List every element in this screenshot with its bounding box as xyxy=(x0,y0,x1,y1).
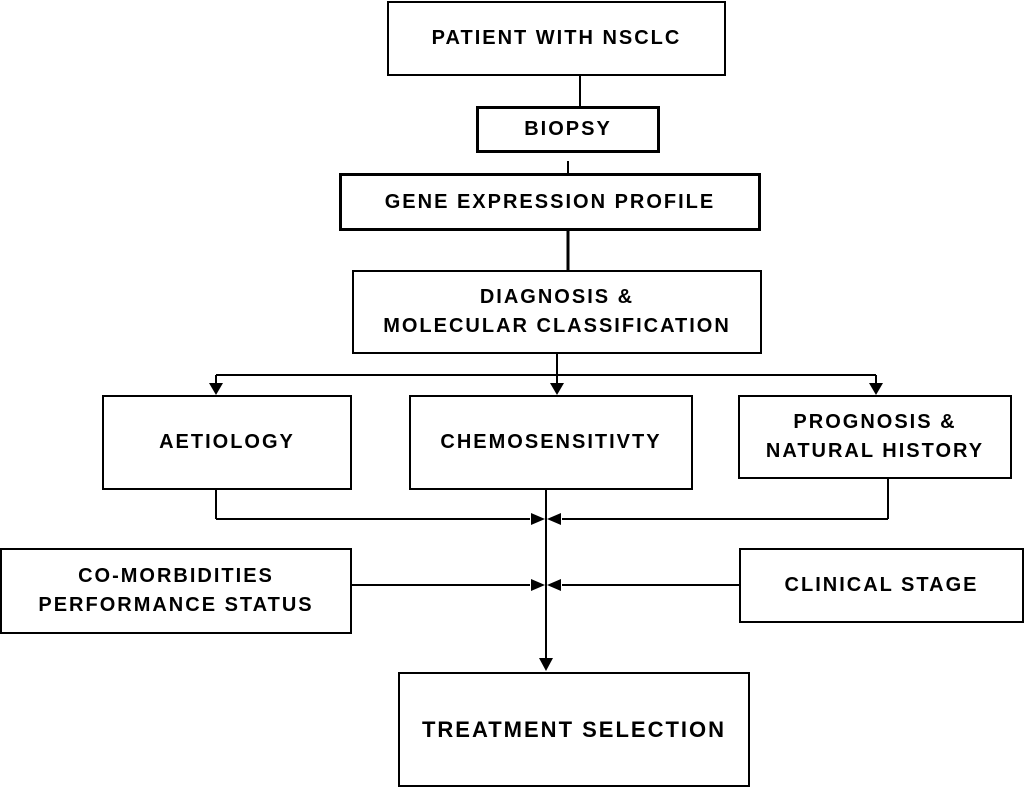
node-diagnosis-label: DIAGNOSIS & MOLECULAR CLASSIFICATION xyxy=(383,286,731,337)
node-gene-expression-profile: GENE EXPRESSION PROFILE xyxy=(339,173,761,231)
node-aetiology: AETIOLOGY xyxy=(102,395,352,490)
node-clinical-stage-label: CLINICAL STAGE xyxy=(784,574,979,596)
node-biopsy: BIOPSY xyxy=(476,106,660,153)
node-treatment-selection: TREATMENT SELECTION xyxy=(398,672,750,787)
node-clinical-stage: CLINICAL STAGE xyxy=(739,548,1024,623)
node-comorbidities-performance-status: CO-MORBIDITIES PERFORMANCE STATUS xyxy=(0,548,352,634)
node-chemosensitivity-label: CHEMOSENSITIVTY xyxy=(440,431,662,453)
node-diagnosis-classification: DIAGNOSIS & MOLECULAR CLASSIFICATION xyxy=(352,270,762,354)
node-prognosis-natural-history: PROGNOSIS & NATURAL HISTORY xyxy=(738,395,1012,479)
node-aetiology-label: AETIOLOGY xyxy=(159,431,295,453)
node-gene-expression-label: GENE EXPRESSION PROFILE xyxy=(384,190,716,213)
arrowhead-merge-right-1 xyxy=(547,513,561,525)
arrowhead-merge-left-2 xyxy=(531,579,545,591)
arrowhead-aetiology xyxy=(209,383,223,395)
node-patient-label: PATIENT WITH NSCLC xyxy=(431,27,682,49)
arrowhead-treatment xyxy=(539,658,553,671)
node-chemosensitivity: CHEMOSENSITIVTY xyxy=(409,395,693,490)
node-prognosis-label: PROGNOSIS & NATURAL HISTORY xyxy=(765,411,985,462)
node-treatment-label: TREATMENT SELECTION xyxy=(421,716,727,742)
arrowhead-merge-right-2 xyxy=(547,579,561,591)
node-patient-with-nsclc: PATIENT WITH NSCLC xyxy=(387,1,726,76)
arrowhead-chemo xyxy=(550,383,564,395)
node-comorbidities-label: CO-MORBIDITIES PERFORMANCE STATUS xyxy=(38,565,314,616)
arrowhead-prognosis xyxy=(869,383,883,395)
node-biopsy-label: BIOPSY xyxy=(524,118,612,140)
arrowhead-merge-left-1 xyxy=(531,513,545,525)
